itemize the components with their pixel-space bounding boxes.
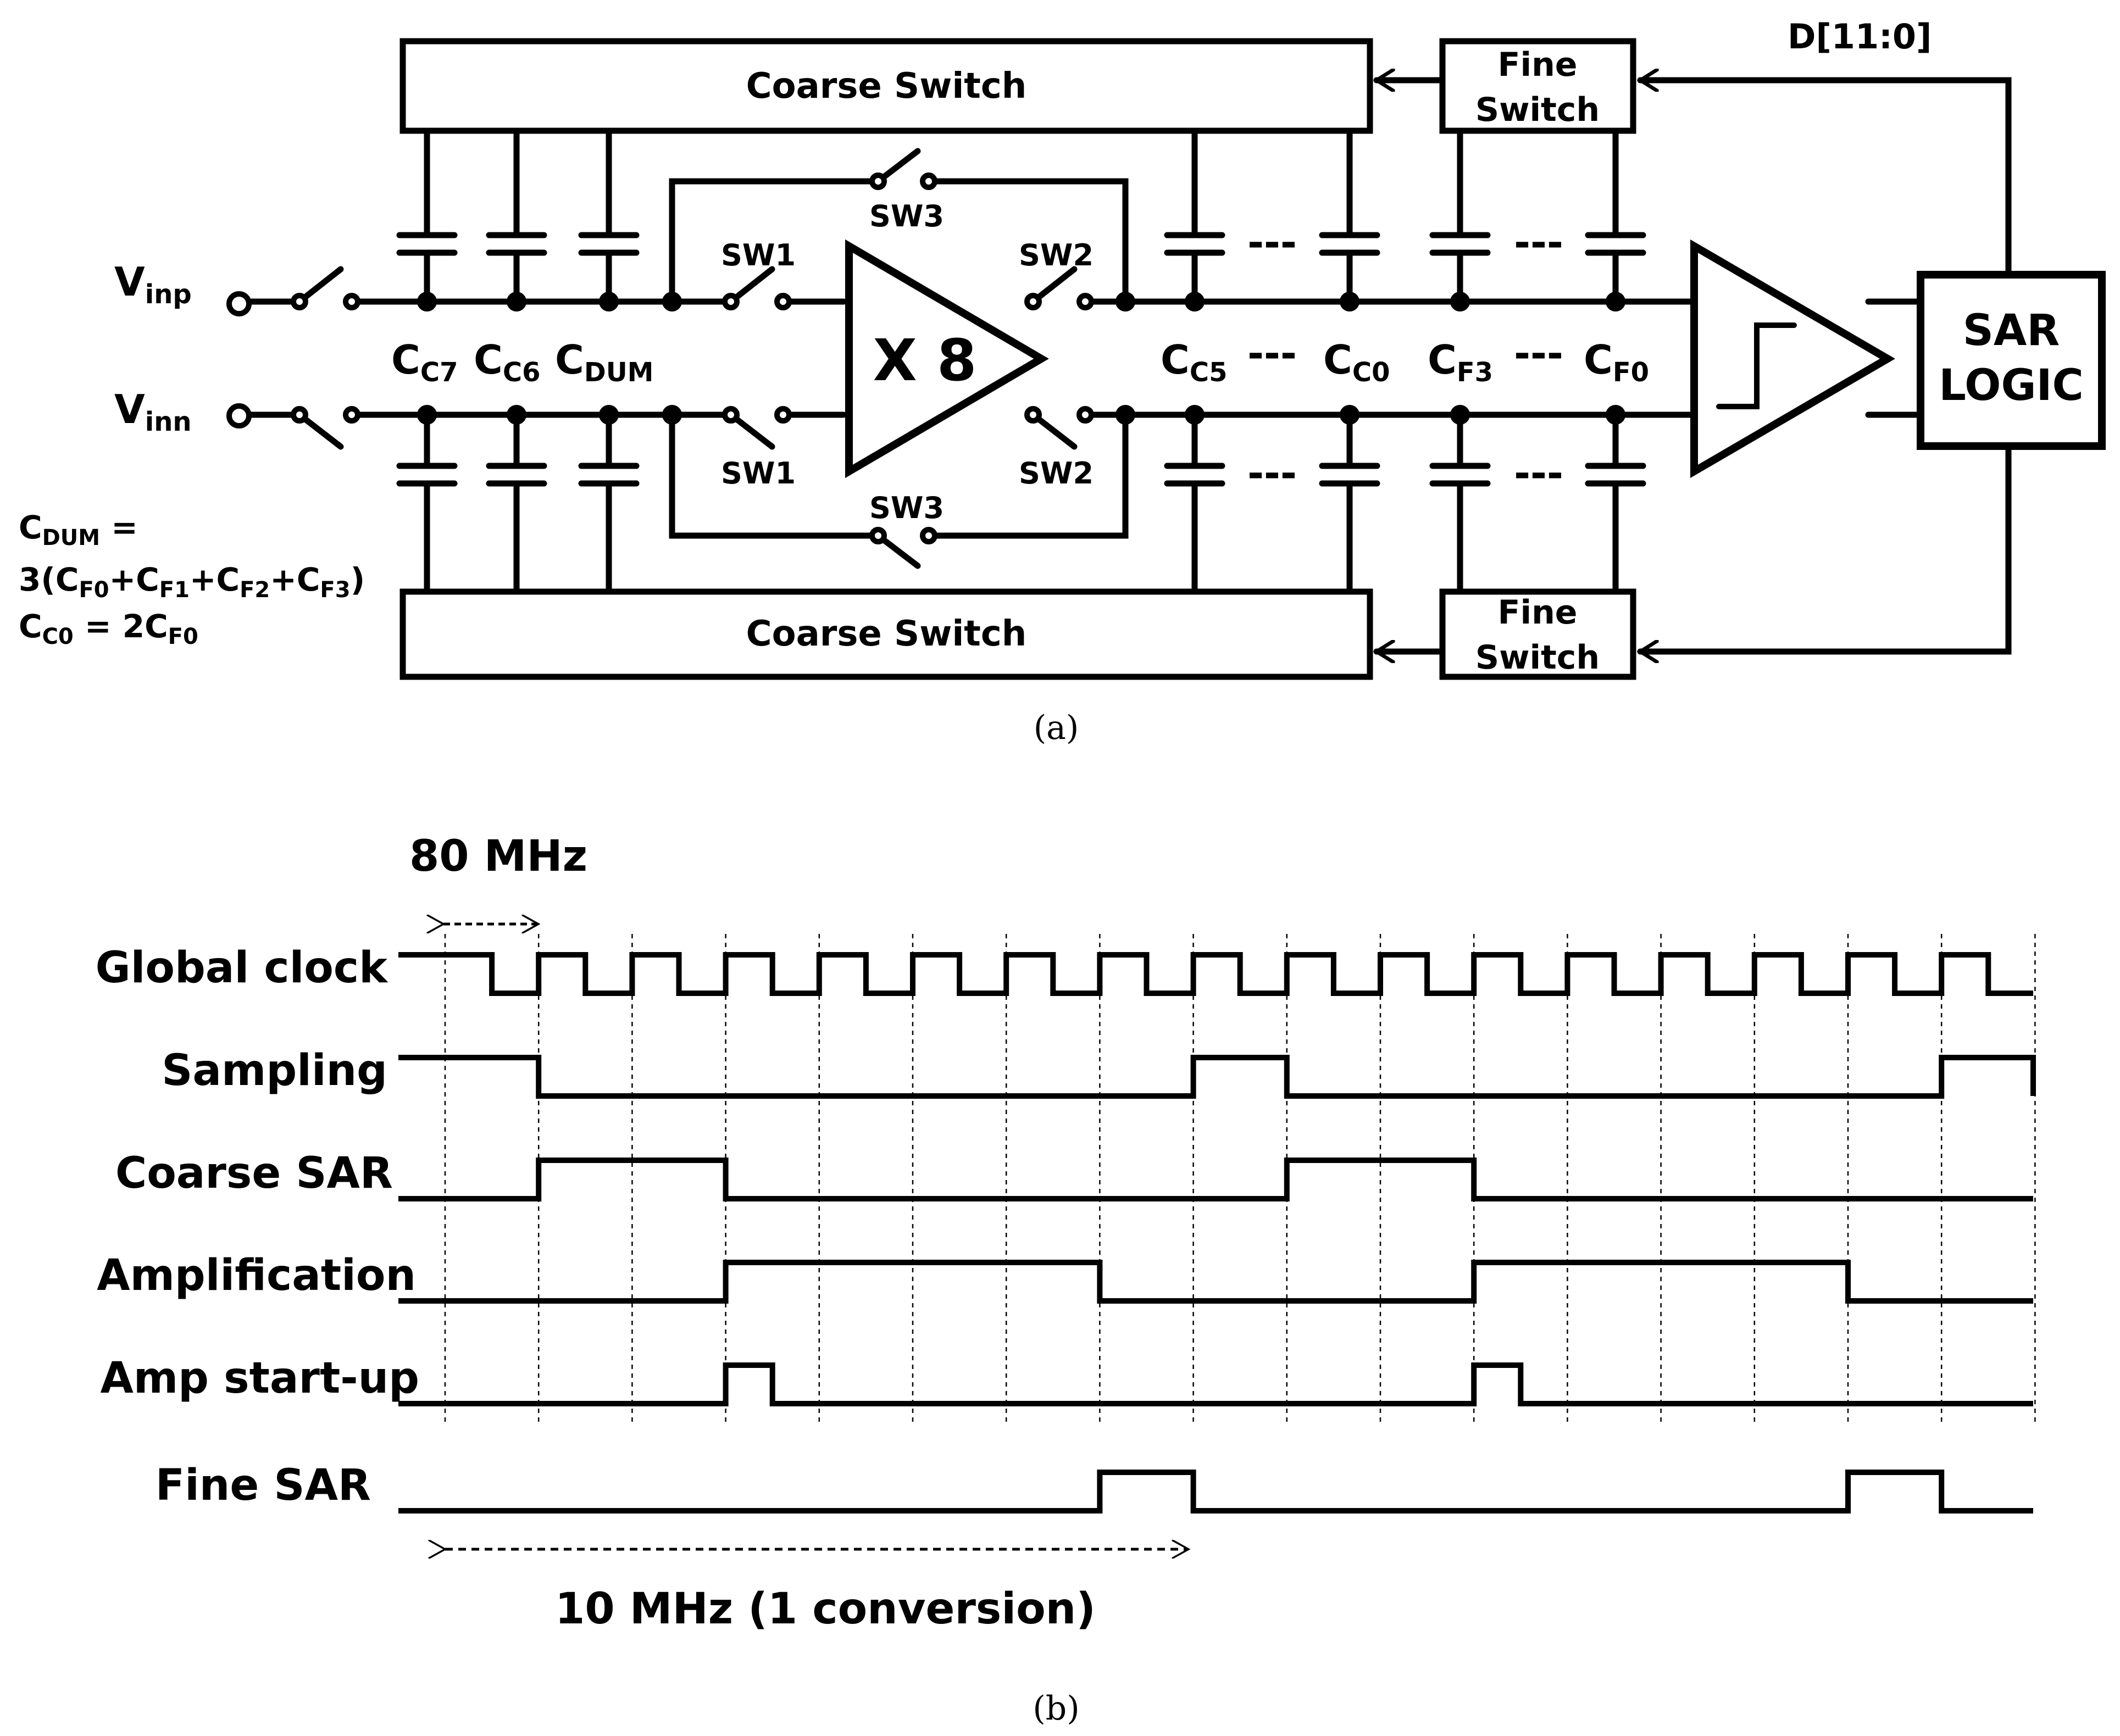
sar-logic-label-2: LOGIC: [1939, 361, 2084, 410]
sw2-bottom-label: SW2: [1019, 456, 1094, 491]
signal-label: Amplification: [97, 1251, 416, 1300]
waveform-global-clock: [398, 952, 2033, 996]
fine-switch-top-label-1: Fine: [1498, 46, 1578, 84]
dots-top-caps-1: ---: [1247, 219, 1297, 265]
cap-label-cf3: CF3: [1428, 337, 1493, 388]
dots-bottom-caps-2: ---: [1514, 450, 1563, 496]
conversion-period-label: 10 MHz (1 conversion): [555, 1584, 1096, 1634]
amplifier-triangle: [845, 239, 1049, 478]
waveform-fine-sar: [398, 1470, 2033, 1514]
signal-label: Sampling: [162, 1046, 387, 1095]
waveform-amplification: [398, 1260, 2033, 1304]
sw3-top-loop-left: [669, 178, 877, 305]
vinp-label: Vinp: [114, 259, 192, 310]
schematic-labels: Coarse Switch Coarse Switch Fine Switch …: [19, 16, 2084, 747]
cap-label-cc0: CC0: [1323, 337, 1390, 388]
fine-switch-bottom-label-2: Switch: [1475, 638, 1600, 677]
dots-cap-labels-2: ---: [1514, 330, 1563, 376]
dots-bottom-caps-1: ---: [1247, 450, 1297, 496]
sw1-top-label: SW1: [721, 238, 796, 272]
note-cdum-line2: 3(CF0+CF1+CF2+CF3): [19, 561, 365, 603]
comparator-step-icon: [1716, 322, 1797, 409]
caption-a: (a): [1034, 709, 1079, 747]
amplifier-gain-label: X 8: [873, 327, 977, 394]
schematic-nodes: [226, 173, 1625, 544]
dots-cap-labels-1: ---: [1247, 330, 1297, 376]
d-bus-bottom: [1640, 443, 2012, 652]
cap-label-cc5: CC5: [1161, 337, 1227, 388]
vinn-terminal: [226, 403, 252, 429]
sw3-top-label: SW3: [869, 199, 944, 233]
sw3-bottom-label: SW3: [869, 491, 944, 525]
d-bus-label: D[11:0]: [1788, 16, 1932, 57]
d-bus-top: [1640, 80, 2012, 278]
note-cdum-line1: CDUM =: [19, 509, 138, 550]
clock-period-label: 80 MHz: [409, 832, 587, 881]
vinn-label: Vinn: [114, 386, 192, 437]
coarse-switch-top-box: [399, 38, 1373, 134]
sw1-bottom-label: SW1: [721, 456, 796, 491]
cap-label-cf0: CF0: [1584, 337, 1649, 388]
fine-switch-bottom-box: [1439, 588, 1636, 680]
waveform-amp-start-up: [398, 1362, 2033, 1406]
fine-switch-top-label-2: Switch: [1475, 91, 1600, 129]
fine-switch-top-box: [1439, 38, 1636, 134]
signal-label: Amp start-up: [101, 1354, 419, 1403]
dots-top-caps-2: ---: [1514, 219, 1563, 265]
vinp-terminal: [226, 291, 252, 316]
cap-label-cc7: CC7: [391, 337, 458, 388]
sar-logic-box: [1917, 271, 2106, 450]
sw3-top-loop-right: [925, 178, 1129, 305]
comparator-triangle: [1690, 239, 1895, 478]
coarse-switch-bottom-label: Coarse Switch: [746, 614, 1027, 654]
sar-logic-label-1: SAR: [1963, 306, 2060, 355]
waveform-sampling: [398, 1055, 2036, 1099]
timing-waveforms: [398, 952, 2036, 1514]
bottom-capacitor-array: [396, 411, 1646, 595]
signal-label: Global clock: [96, 943, 389, 993]
note-cc0-line: CC0 = 2CF0: [19, 608, 198, 649]
coarse-switch-top-label: Coarse Switch: [746, 66, 1027, 107]
cap-label-cdum: CDUM: [555, 337, 653, 388]
caption-b: (b): [1033, 1689, 1079, 1728]
top-capacitor-array: [396, 127, 1646, 305]
coarse-switch-bottom-box: [399, 588, 1373, 680]
signal-label: Coarse SAR: [115, 1149, 393, 1198]
sw3-bottom-loop-left: [669, 411, 877, 539]
sw3-bottom-loop-right: [925, 411, 1129, 539]
cap-label-cc6: CC6: [474, 337, 540, 388]
waveform-coarse-sar: [398, 1158, 2033, 1201]
timing-gridlines: [444, 934, 2036, 1423]
sw2-top-label: SW2: [1019, 238, 1094, 272]
signal-label: Fine SAR: [156, 1461, 371, 1510]
fine-switch-bottom-label-1: Fine: [1498, 593, 1578, 632]
